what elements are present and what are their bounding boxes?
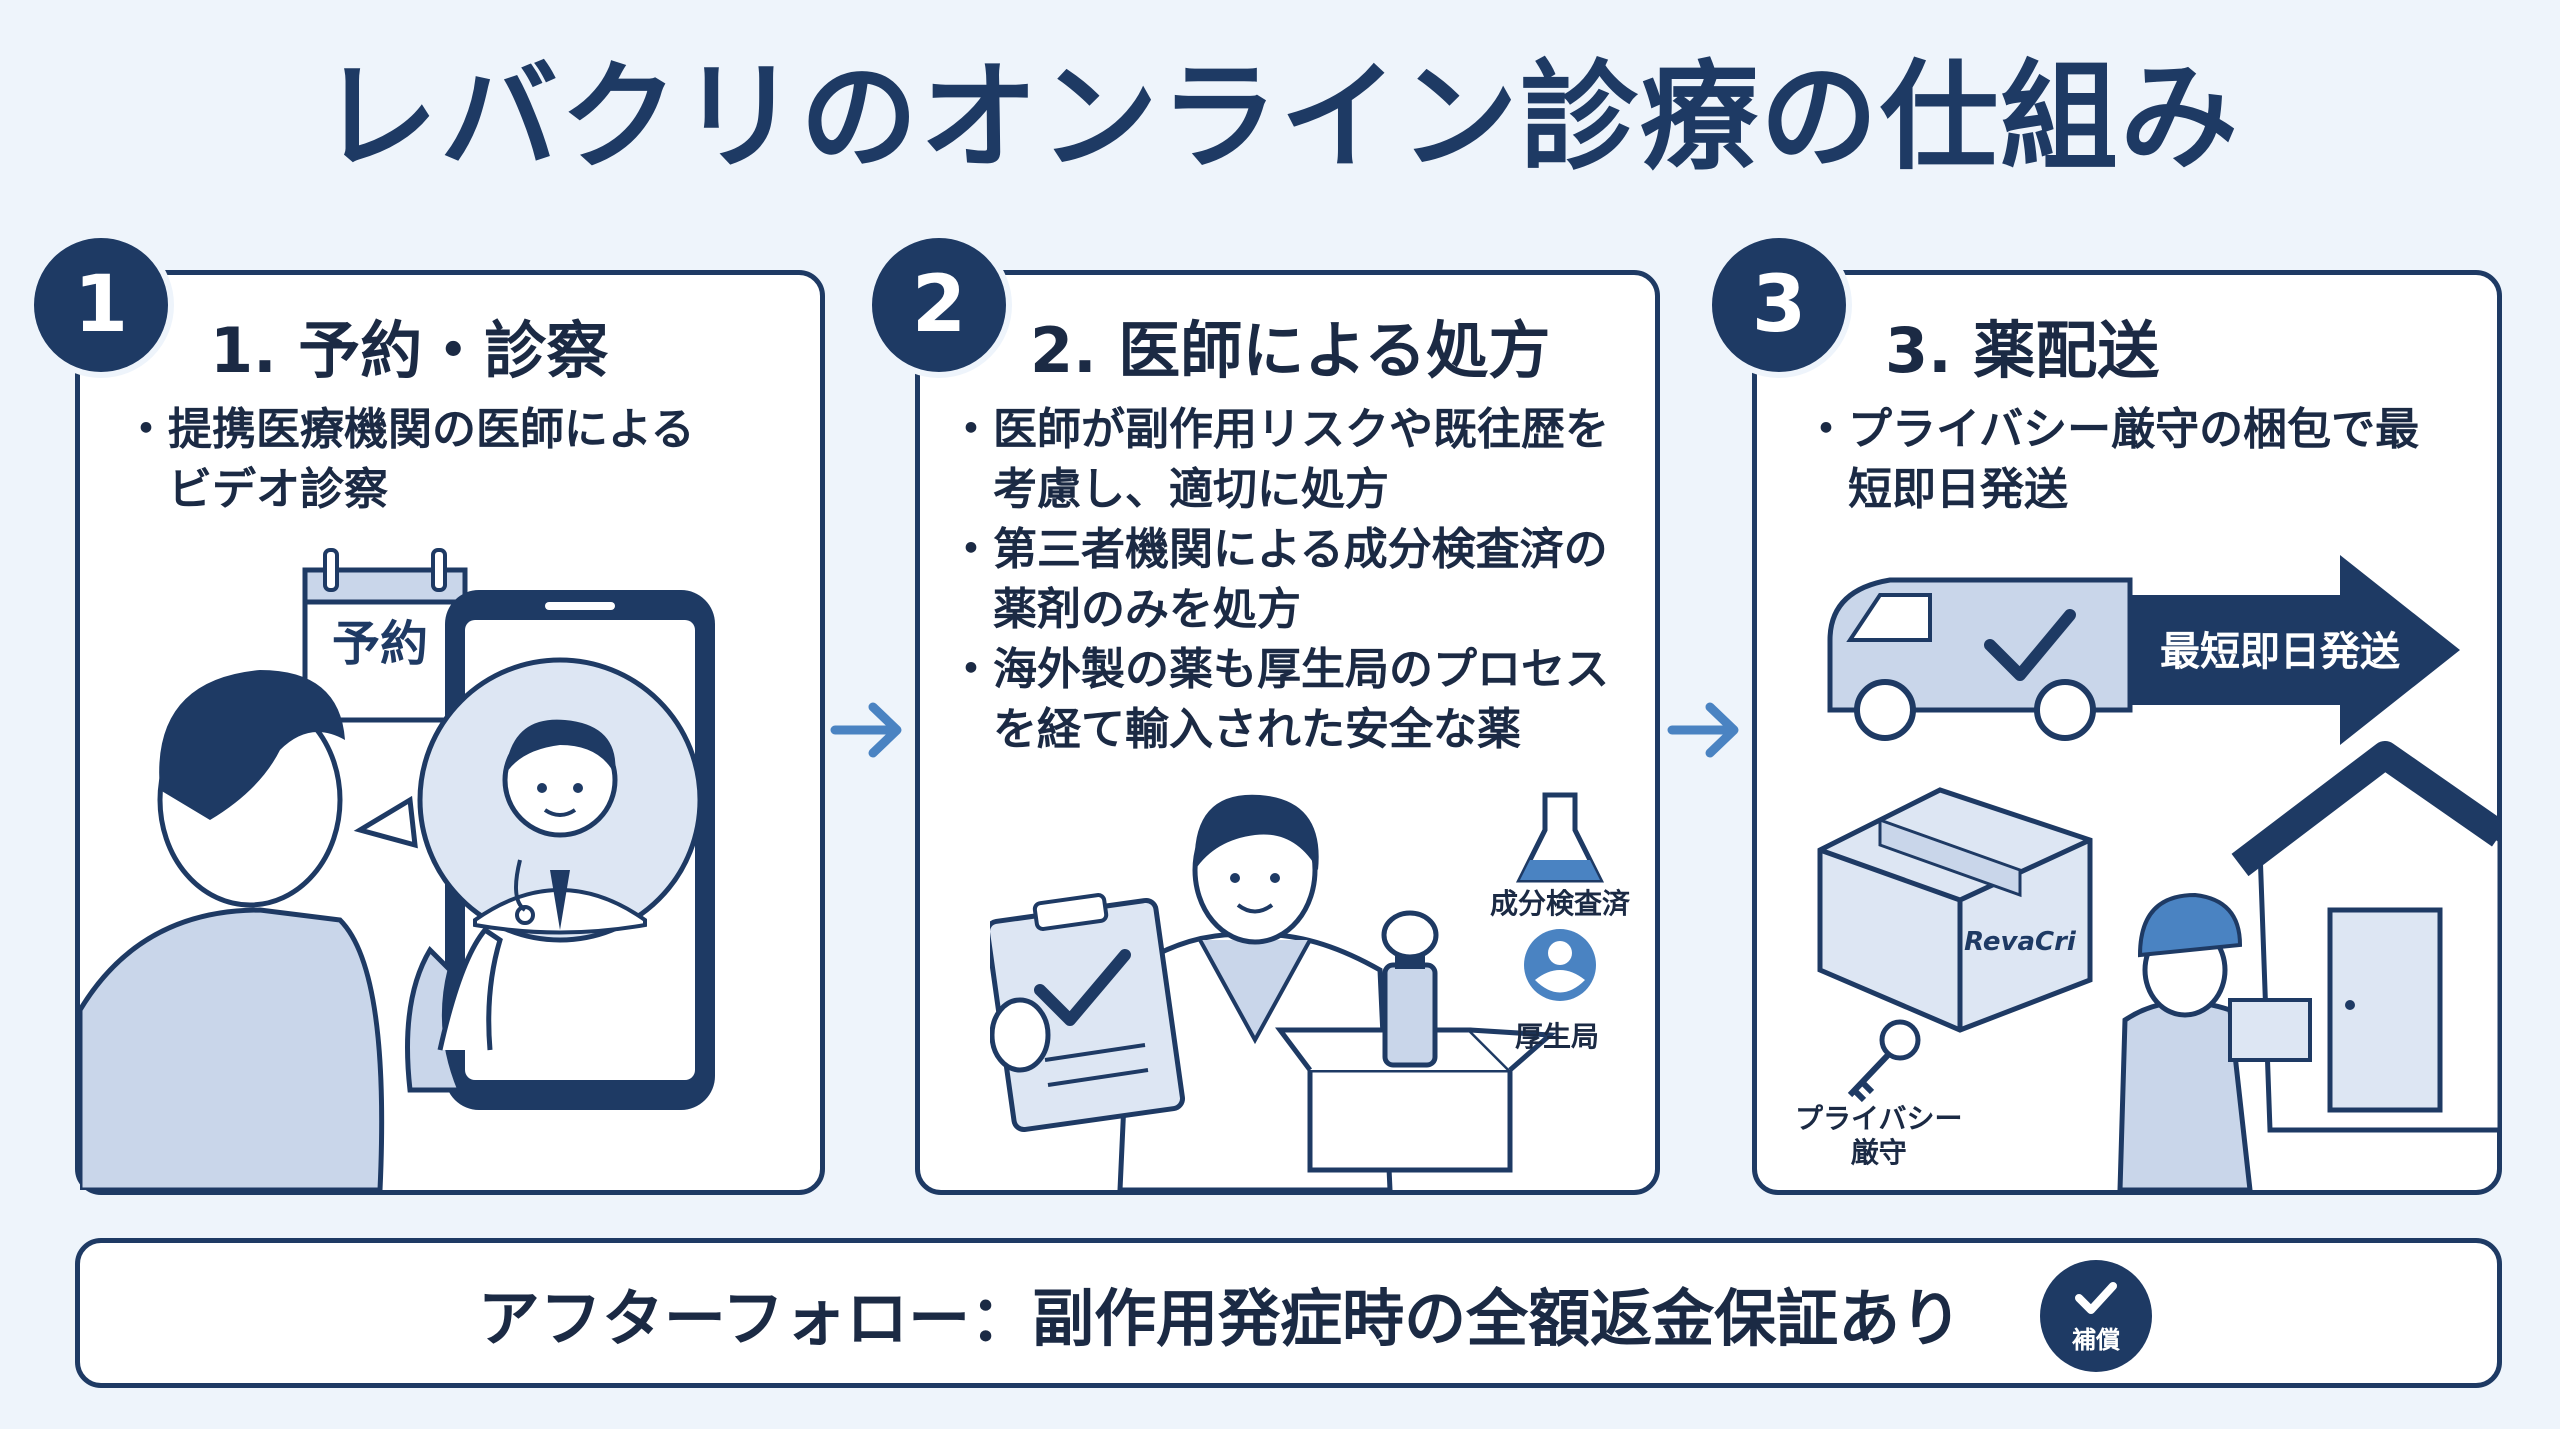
step-title: 1. 予約・診察 (210, 314, 609, 387)
step-number-badge: 2 (866, 232, 1012, 378)
house-icon (2231, 741, 2500, 1133)
bullet-item: 第三者機関による成分検査済の薬剤のみを処方 (949, 520, 1645, 640)
delivery-illustration: 最短即日発送 RevaCri (1817, 555, 2500, 1190)
step-title: 2. 医師による処方 (1030, 314, 1551, 387)
guarantee-badge: 補償 (2040, 1260, 2152, 1372)
privacy-label-line2: 厳守 (1850, 1136, 1907, 1169)
bullet-item: 医師が副作用リスクや既往歴を考慮し、適切に処方 (949, 400, 1645, 520)
bullet-item: 提携医療機関の医師による ビデオ診察 (124, 400, 770, 520)
step-number-badge: 1 (28, 232, 174, 378)
page-title: レバクリのオンライン診療の仕組み (319, 48, 2240, 186)
doctor-prescription-illustration (990, 792, 1605, 1190)
courier-figure (2117, 892, 2312, 1190)
flow-arrow-icon (1667, 702, 1739, 758)
calendar-label: 予約 (332, 616, 428, 672)
after-follow-text: アフターフォロー：副作用発症時の全額返金保証あり (477, 1282, 1963, 1355)
step-bullets: プライバシー厳守の梱包で最短即日発送 (1804, 400, 2450, 520)
bureau-label: 厚生局 (1515, 1020, 1600, 1053)
bullet-item: プライバシー厳守の梱包で最短即日発送 (1804, 400, 2450, 520)
tested-label: 成分検査済 (1490, 887, 1631, 920)
calendar-icon: 予約 (302, 548, 468, 723)
checkmark-icon (2075, 1281, 2117, 1314)
guarantee-label: 補償 (2072, 1325, 2120, 1354)
flow-arrow-icon (830, 702, 902, 758)
medicine-box-icon (1275, 910, 1557, 1173)
privacy-label-line1: プライバシー (1795, 1102, 1963, 1135)
step-bullets: 提携医療機関の医師による ビデオ診察 (124, 400, 770, 520)
flask-icon (1515, 792, 1605, 883)
key-icon (1847, 1019, 1921, 1103)
clipboard-icon (990, 893, 1185, 1133)
bullet-item: 海外製の薬も厚生局のプロセスを経て輸入された安全な薬 (949, 640, 1645, 760)
patient-figure (80, 670, 503, 1190)
truck-icon (1827, 577, 2133, 741)
step-title: 3. 薬配送 (1885, 314, 2160, 387)
step-bullets: 医師が副作用リスクや既往歴を考慮し、適切に処方 第三者機関による成分検査済の薬剤… (949, 400, 1645, 760)
doctor-video-bubble (353, 657, 703, 943)
delivery-arrow-icon: 最短即日発送 (2090, 555, 2460, 745)
package-brand: RevaCri (1964, 927, 2077, 957)
step-number-badge: 3 (1706, 232, 1852, 378)
bureau-icon (1524, 929, 1596, 1001)
delivery-arrow-label: 最短即日発送 (2160, 629, 2400, 675)
video-consultation-illustration: 予約 (80, 548, 715, 1190)
privacy-label: プライバシー 厳守 (1795, 1102, 1962, 1170)
package-icon: RevaCri (1817, 787, 2093, 1033)
